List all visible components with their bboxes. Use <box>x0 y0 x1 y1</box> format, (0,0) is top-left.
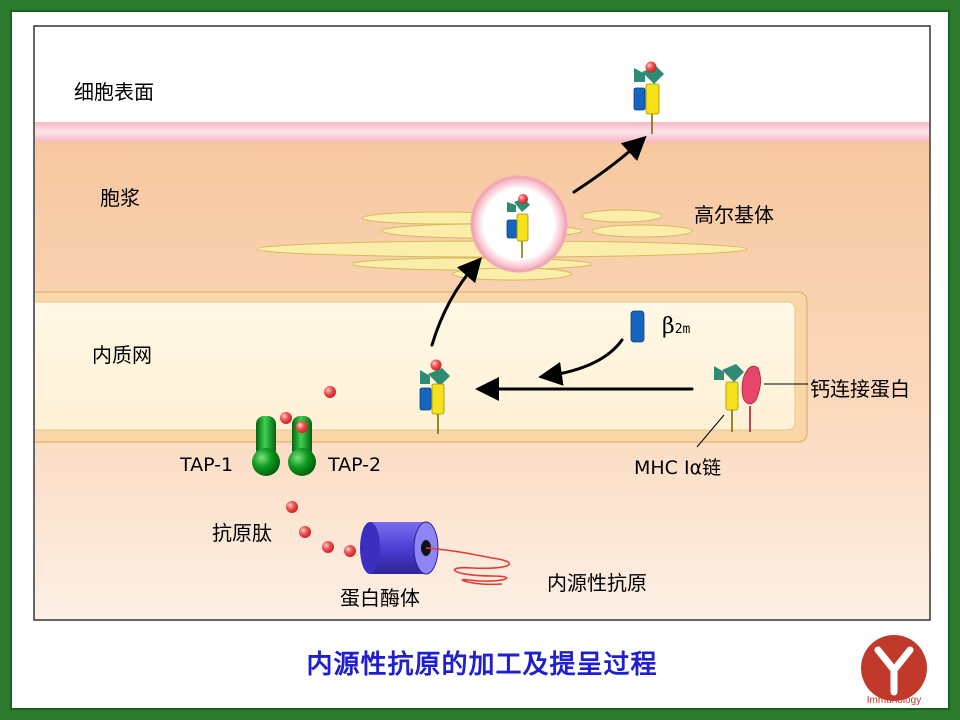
label-proteasome: 蛋白酶体 <box>340 586 420 610</box>
pathway-arrows <box>430 135 694 401</box>
mhc-chain-pointer <box>696 414 725 448</box>
mhc-complex-surface <box>633 61 664 134</box>
label-cytoplasm: 胞浆 <box>100 186 140 210</box>
label-cell-surface: 细胞表面 <box>74 80 154 104</box>
plasma-membrane <box>35 122 929 142</box>
label-tap1: TAP-1 <box>180 454 234 476</box>
label-golgi: 高尔基体 <box>694 203 774 227</box>
label-endogenous-antigen: 内源性抗原 <box>547 571 647 595</box>
mhc-complex-vesicle <box>506 194 530 258</box>
immunology-logo-icon <box>861 635 927 701</box>
er-lumen <box>35 301 796 431</box>
beta2m-free <box>630 310 645 343</box>
label-beta2m: β2m <box>662 314 691 339</box>
antigen-processing-diagram <box>33 25 931 621</box>
label-mhc-alpha-chain: MHC Iα链 <box>634 457 722 479</box>
label-calnexin: 钙连接蛋白 <box>810 377 910 401</box>
logo-text: Immunology <box>866 695 922 706</box>
label-tap2: TAP-2 <box>328 454 382 476</box>
slide-canvas: 细胞表面 胞浆 内质网 高尔基体 β2m 钙连接蛋白 MHC Iα链 TAP-1… <box>10 10 950 710</box>
antigen-peptides <box>280 386 356 557</box>
label-er: 内质网 <box>92 343 152 367</box>
label-antigen-peptide: 抗原肽 <box>212 521 272 545</box>
endogenous-antigen-chain <box>425 547 511 586</box>
mhc-alpha-chain-calnexin <box>714 364 808 432</box>
mhc-complex-er <box>419 359 450 434</box>
slide-title: 内源性抗原的加工及提呈过程 <box>306 650 658 680</box>
